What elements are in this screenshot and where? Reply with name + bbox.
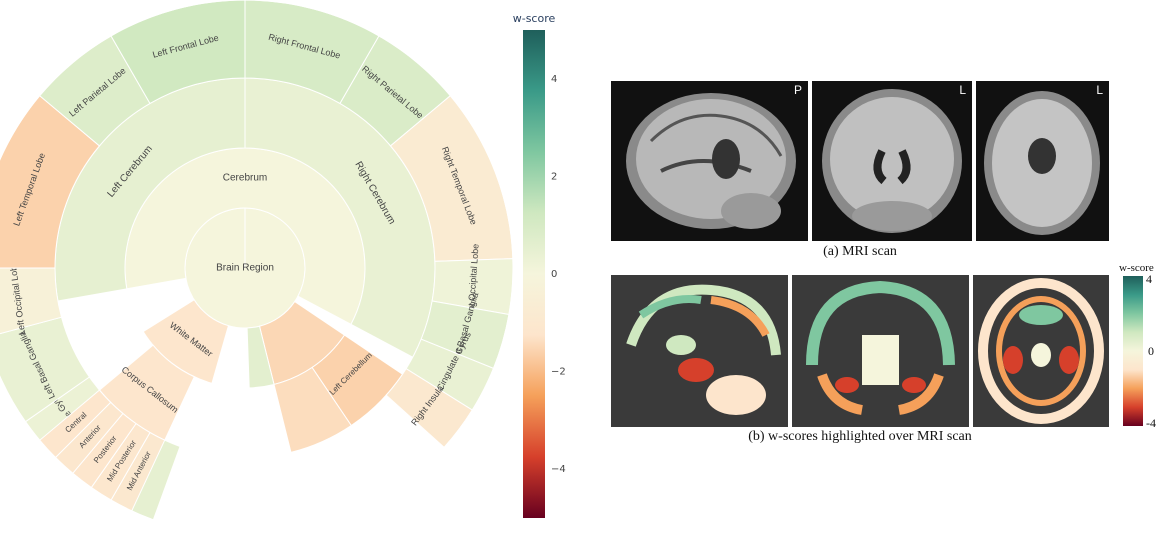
sunburst-segment-rfl-4[interactable] — [300, 5, 315, 10]
overlay-colorbar — [1123, 276, 1143, 426]
overlay-caption: (b) w-scores highlighted over MRI scan — [748, 429, 972, 444]
sunburst-segment-lfl-3[interactable] — [148, 12, 163, 19]
mri-orientation-tag: P — [793, 83, 802, 97]
overlay-sagittal-image — [611, 275, 788, 427]
sunburst-colorbar-tick: 0 — [551, 269, 557, 280]
sunburst-segment-rol-1[interactable] — [511, 272, 514, 287]
overlay-axial-image — [973, 275, 1109, 427]
mri-caption: (a) MRI scan — [823, 244, 897, 259]
brain-axial-icon — [984, 91, 1100, 235]
sunburst-segment-lfl-4[interactable] — [162, 8, 176, 14]
sunburst-segment-rcg-1[interactable] — [483, 378, 490, 390]
sunburst-segment-ltl-6[interactable] — [0, 152, 4, 169]
sunburst-segment-lins-0[interactable] — [110, 499, 154, 521]
sunburst-segment-lpl-3[interactable] — [72, 52, 86, 64]
sunburst-segment-lpl-1[interactable] — [49, 72, 62, 85]
overlay-colorbar-tick: -4 — [1146, 416, 1156, 430]
sunburst-segment-rtl-1[interactable] — [459, 108, 470, 122]
brain-coronal-overlay-icon — [806, 280, 955, 415]
sunburst-colorbar-tick: −2 — [551, 367, 566, 378]
sunburst-segment-rbg-2[interactable] — [497, 341, 504, 356]
sunburst-segment-lpl-2[interactable] — [60, 62, 74, 74]
sunburst-segment-rfl-8[interactable] — [353, 22, 367, 30]
mri-orientation-tag: L — [1096, 83, 1103, 97]
brain-axial-overlay-icon — [978, 278, 1104, 424]
sunburst-segment-rtl-9[interactable] — [509, 226, 513, 243]
sunburst-segment-ltl-9[interactable] — [19, 108, 30, 124]
sunburst-segment-lbg-0[interactable] — [12, 401, 26, 423]
sunburst-segment-rfl-2[interactable] — [272, 0, 288, 4]
sunburst-segment-root[interactable] — [184, 207, 306, 329]
sunburst-segment-rpl-2[interactable] — [404, 52, 418, 64]
overlay-colorbar-tick: 0 — [1148, 344, 1154, 358]
sunburst-segment-rtl-6[interactable] — [497, 179, 504, 196]
brain-sagittal-overlay-icon — [626, 284, 781, 415]
overlay-colorbar-tick: 4 — [1146, 272, 1152, 286]
sunburst-colorbar — [523, 30, 545, 518]
sunburst-segment-rfl-7[interactable] — [340, 17, 355, 24]
sunburst-segment-rcb[interactable] — [273, 366, 352, 453]
sunburst-colorbar-tick: −4 — [551, 464, 566, 475]
sunburst-colorbar-tick: 4 — [551, 74, 557, 85]
sunburst-segment-rpl-0[interactable] — [378, 35, 393, 45]
mri-orientation-tag: L — [959, 83, 966, 97]
sunburst-segment-lfl-2[interactable] — [135, 17, 150, 24]
sunburst-colorbar-tick: 2 — [551, 171, 557, 182]
sunburst-segment-lcg-0[interactable] — [59, 461, 74, 474]
mri-sagittal-image: P — [611, 81, 808, 241]
sunburst-segment-lfl-7[interactable] — [202, 0, 218, 4]
overlay-colorbar-title: w-score — [1119, 262, 1154, 274]
mri-axial-image: L — [976, 81, 1109, 241]
sunburst-segment-rpl-4[interactable] — [428, 72, 441, 85]
sunburst-segment-lbg-1[interactable] — [1, 381, 14, 403]
brain-sagittal-icon — [626, 93, 796, 229]
sunburst-segment-lpl-4[interactable] — [84, 43, 99, 54]
sunburst-segment-cp[interactable] — [246, 325, 275, 389]
sunburst-segment-lins-1[interactable] — [72, 472, 112, 501]
overlay-coronal-image — [792, 275, 969, 427]
sunburst-segment-lpl-5[interactable] — [97, 35, 112, 45]
mri-coronal-image: L — [812, 81, 972, 241]
sunburst-segment-rins-0[interactable] — [458, 409, 473, 430]
sunburst-colorbar-title: w-score — [513, 12, 556, 25]
sunburst-segment-rcg-3[interactable] — [471, 399, 479, 411]
sunburst-segment-rins-1[interactable] — [443, 428, 460, 448]
brain-coronal-icon — [822, 89, 962, 233]
sunburst-segment-rfl-3[interactable] — [286, 2, 301, 7]
